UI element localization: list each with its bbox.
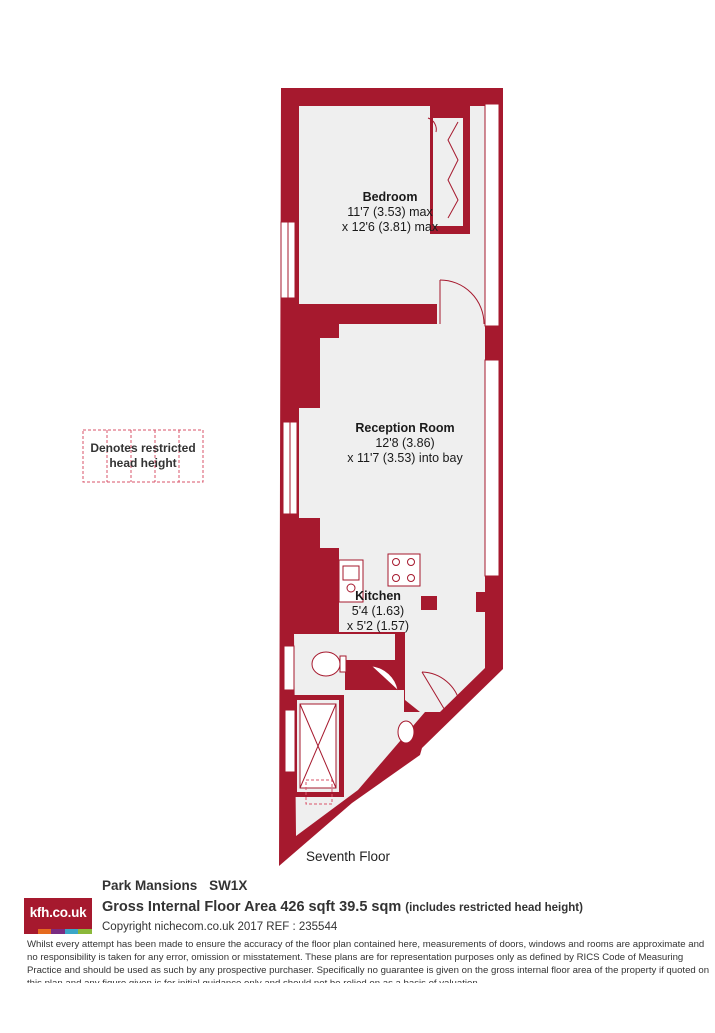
legend-box xyxy=(82,429,204,483)
wardrobe-doors xyxy=(427,117,459,219)
hall-door xyxy=(421,671,461,713)
stripe-1 xyxy=(24,929,38,934)
legend-line2: head height xyxy=(109,456,177,470)
legend-line1: Denotes restricted xyxy=(90,441,196,455)
reception-dim1: 12'8 (3.86) xyxy=(375,436,435,450)
logo-text: kfh.co.uk xyxy=(29,905,87,920)
bathroom-fittings xyxy=(299,651,415,789)
kfh-logo: kfh.co.uk xyxy=(24,898,92,934)
legend-text: Denotes restricted head height xyxy=(83,441,203,471)
restricted-area xyxy=(305,779,333,805)
bedroom-label: Bedroom 11'7 (3.53) max x 12'6 (3.81) ma… xyxy=(320,190,460,235)
floor-area: Gross Internal Floor Area 426 sqft 39.5 … xyxy=(102,899,583,915)
floor-area-value: Gross Internal Floor Area 426 sqft 39.5 … xyxy=(102,899,402,915)
legend: Denotes restricted head height xyxy=(83,430,203,482)
window-reception xyxy=(282,421,298,515)
reception-dim2: x 11'7 (3.53) into bay xyxy=(347,451,463,465)
stripe-5 xyxy=(78,929,92,934)
copyright: Copyright nichecom.co.uk 2017 REF : 2355… xyxy=(102,921,338,933)
property-name: Park Mansions xyxy=(102,878,198,893)
bedroom-dim2: x 12'6 (3.81) max xyxy=(341,220,439,234)
window-right xyxy=(484,103,500,577)
hall-floor xyxy=(405,632,485,712)
reception-label: Reception Room 12'8 (3.86) x 11'7 (3.53)… xyxy=(330,421,480,466)
bedroom-door xyxy=(439,279,485,325)
kitchen-dim1: 5'4 (1.63) xyxy=(351,604,405,618)
stripe-4 xyxy=(64,929,79,934)
bedroom-dim1: 11'7 (3.53) max xyxy=(347,205,433,219)
property-postcode: SW1X xyxy=(209,878,248,893)
stripe-3 xyxy=(51,929,65,934)
floor-label: Seventh Floor xyxy=(306,849,391,864)
kitchen-name: Kitchen xyxy=(355,589,401,603)
window-bathroom xyxy=(283,645,296,773)
floor-area-note: (includes restricted head height) xyxy=(405,902,583,914)
reception-name: Reception Room xyxy=(355,421,455,435)
kitchen-label: Kitchen 5'4 (1.63) x 5'2 (1.57) xyxy=(328,589,428,634)
kitchen-units xyxy=(338,553,421,603)
stripe-2 xyxy=(37,929,52,934)
bedroom-name: Bedroom xyxy=(362,190,418,204)
disclaimer: Whilst every attempt has been made to en… xyxy=(27,939,710,983)
logo-stripes xyxy=(24,929,92,934)
property-title: Park Mansions SW1X xyxy=(102,878,255,893)
reception-floor xyxy=(339,324,485,564)
kitchen-dim2: x 5'2 (1.57) xyxy=(346,619,410,633)
window-bedroom xyxy=(280,221,296,299)
